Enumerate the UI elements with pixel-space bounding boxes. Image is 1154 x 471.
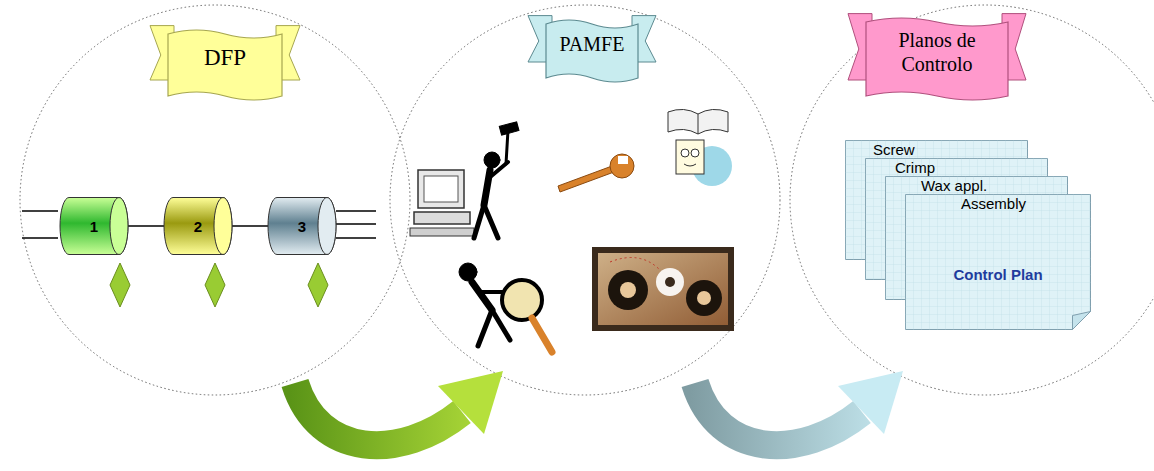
node-label: Planos de Controlo [882,28,992,76]
reader-icon-part [676,140,704,174]
cylinder-end [110,198,128,255]
sheet-title: Control Plan [905,266,1091,284]
banner: PAMFE [528,12,656,82]
stage-circle [790,5,1154,395]
computer-icon [410,170,474,236]
gears-panel-part [656,268,684,296]
process-cylinder: 3 [268,197,336,255]
control-plan-sheet: AssemblyControl Plan [905,194,1091,330]
gears-panel-part [620,282,636,298]
sheet-fold [1073,312,1091,330]
node-label: PAMFE [560,32,625,56]
control-diamond [110,263,130,307]
computer-icon-part [418,170,464,208]
node-label: Wax appl. [885,176,1068,194]
wrench-icon-part [618,156,628,164]
wire [22,210,58,212]
hammer-figure-part [506,130,508,164]
ribbon-panel [866,18,1008,100]
wire [22,237,58,239]
reader-icon-part [684,164,696,166]
ribbon-panel [168,30,282,100]
gears-panel-part [608,270,648,310]
gears-panel-part [592,247,734,331]
gears-panel-part [697,291,711,305]
reader-icon [668,109,732,186]
node-label: Crimp [865,158,1048,176]
flow-arrow [295,371,503,445]
sheet-grid [906,195,1091,330]
hammer-figure [474,122,519,238]
hammer-figure-part [474,205,484,238]
inspector-figure-part [478,310,492,346]
computer-icon-part [414,212,470,224]
node-label: DFP [204,44,246,72]
inspector-figure-part [459,263,477,281]
banner: DFP [150,22,300,100]
node-label: 1 [90,218,98,235]
banner: Planos de Controlo [848,10,1026,100]
wrench-icon-part [610,154,634,178]
process-cylinder: 1 [60,197,128,255]
control-diamond [205,263,225,307]
node-label: 2 [194,218,202,235]
computer-icon-part [410,228,474,236]
stage-circle [390,5,780,395]
inspector-figure-part [502,280,542,320]
gears-panel-part [686,280,722,316]
flow-arrow-part [695,383,862,445]
control-diamond [308,263,328,307]
hammer-figure-part [499,122,519,135]
cylinder-body [60,198,128,255]
cylinder-end [318,198,336,255]
hammer-figure-part [484,152,500,168]
cylinder-end [214,198,232,255]
process-cylinder: 2 [164,197,232,255]
flow-arrow-part [295,383,462,445]
node-label: Screw [845,140,1028,158]
gears-panel-part [598,253,728,325]
gears-panel-part [610,258,660,271]
control-diamonds [110,263,328,307]
wire [336,223,376,225]
cylinder-body [164,198,232,255]
inspector-figure-part [532,318,552,352]
hammer-figure-part [484,205,498,238]
computer-icon-part [424,176,458,202]
hammer-figure-part [484,170,490,205]
shape-outline [905,194,1091,330]
flow-arrow-part [438,371,503,434]
ribbon-panel [546,20,638,82]
node-label: 3 [298,218,306,235]
stage-circle [20,5,410,395]
wrench-icon [558,154,634,192]
wrench-icon-part [558,166,614,192]
inspector-figure [459,263,552,352]
flow-connector [232,225,268,227]
flow-connector [128,225,164,227]
cylinder-body [268,198,336,255]
reader-icon-part [681,149,689,157]
reader-icon-part [668,109,728,134]
flow-arrow-part [838,371,903,434]
node-label: Assembly [905,194,1091,212]
gears-panel [592,247,734,331]
inspector-figure-part [472,282,492,310]
reader-icon-part [698,114,699,134]
sheet-outline [906,195,1091,330]
wire [336,210,376,212]
gears-panel-part [665,277,675,287]
flow-arrow [695,371,903,445]
wire [336,237,376,239]
reader-icon-part [691,149,699,157]
